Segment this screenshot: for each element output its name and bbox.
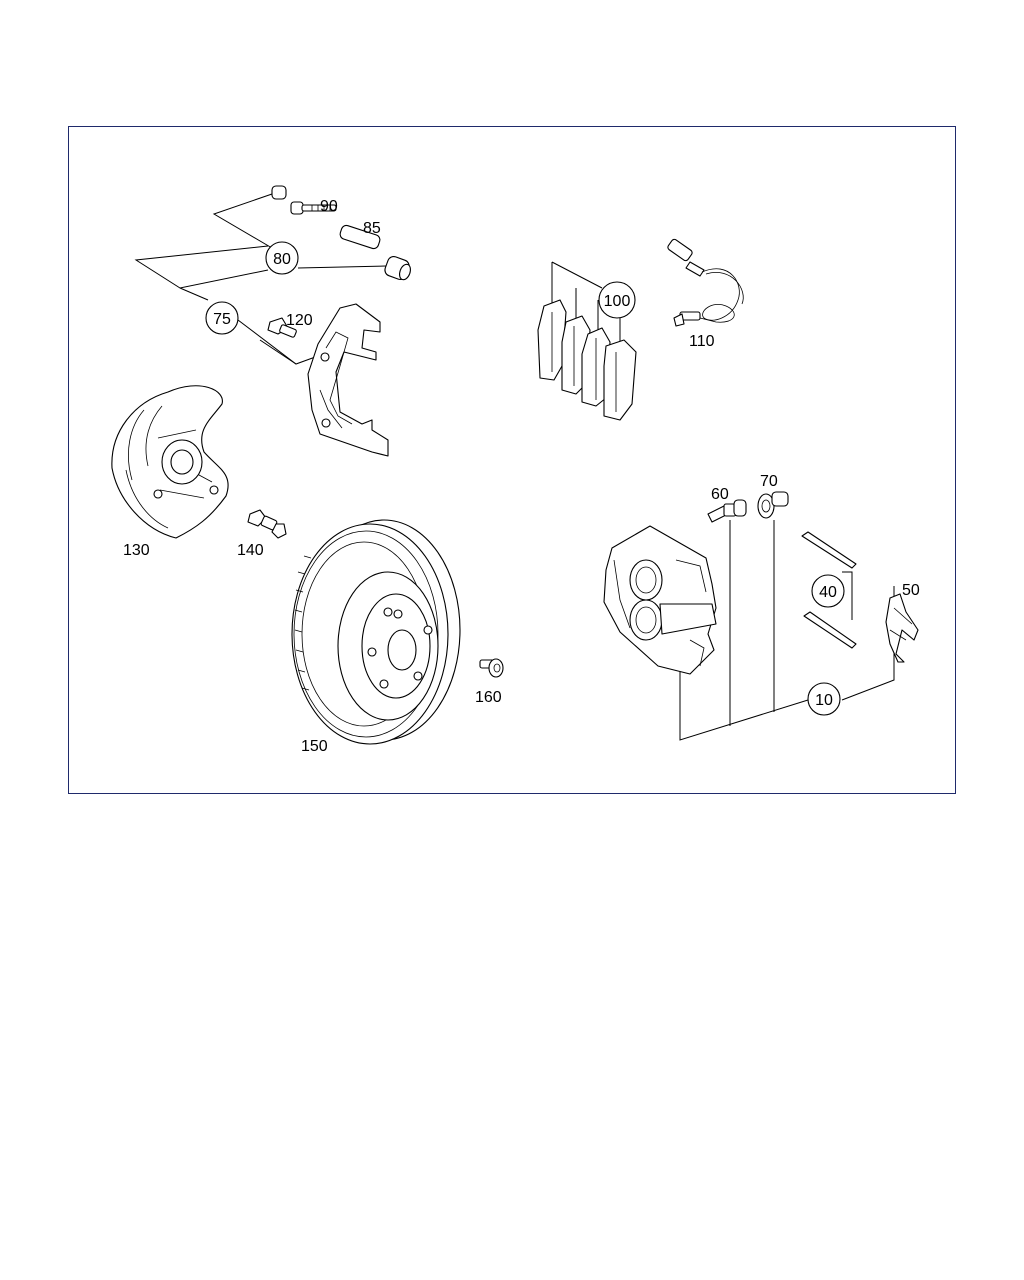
callout-70: 70 [760,473,778,490]
callout-40: 40 [819,584,837,601]
anti-rattle-spring [885,593,919,663]
callout-circle-75 [205,301,239,335]
guide-pin-cap [271,185,287,200]
callout-140: 140 [237,542,264,559]
guide-bushing [384,255,411,281]
bracket-bolt [267,317,297,338]
guide-sleeve [339,224,381,250]
dust-shield [111,385,229,539]
shield-bolt [247,509,287,539]
caliper-bracket [307,303,389,457]
callout-50: 50 [902,582,920,599]
callout-85: 85 [363,220,381,237]
brake-disc [291,519,461,745]
pad-retaining-pins [801,531,857,649]
callout-10: 10 [815,692,833,709]
bleeder-cap [757,491,789,519]
wear-sensor [667,238,744,327]
leader-lines [134,193,895,741]
diagram-frame [68,126,956,794]
callout-80: 80 [273,251,291,268]
disc-screw [479,658,504,678]
callout-150: 150 [301,738,328,755]
bleeder-valve [707,499,747,523]
brake-pads [537,299,637,421]
callout-circle-40 [811,574,845,608]
callout-circle-100 [598,281,636,319]
callout-100: 100 [604,293,631,310]
callout-160: 160 [475,689,502,706]
callout-circles [205,241,845,716]
callout-130: 130 [123,542,150,559]
callout-circle-10 [807,682,841,716]
callout-circle-80 [265,241,299,275]
callout-90: 90 [320,198,338,215]
callout-75: 75 [213,311,231,328]
callout-labels: 80 75 100 40 10 90 85 120 110 130 140 15… [123,198,920,755]
brake-caliper [603,525,717,675]
callout-120: 120 [286,312,313,329]
callout-60: 60 [711,486,729,503]
guide-pin-bolt [290,201,337,215]
callout-110: 110 [689,333,715,350]
